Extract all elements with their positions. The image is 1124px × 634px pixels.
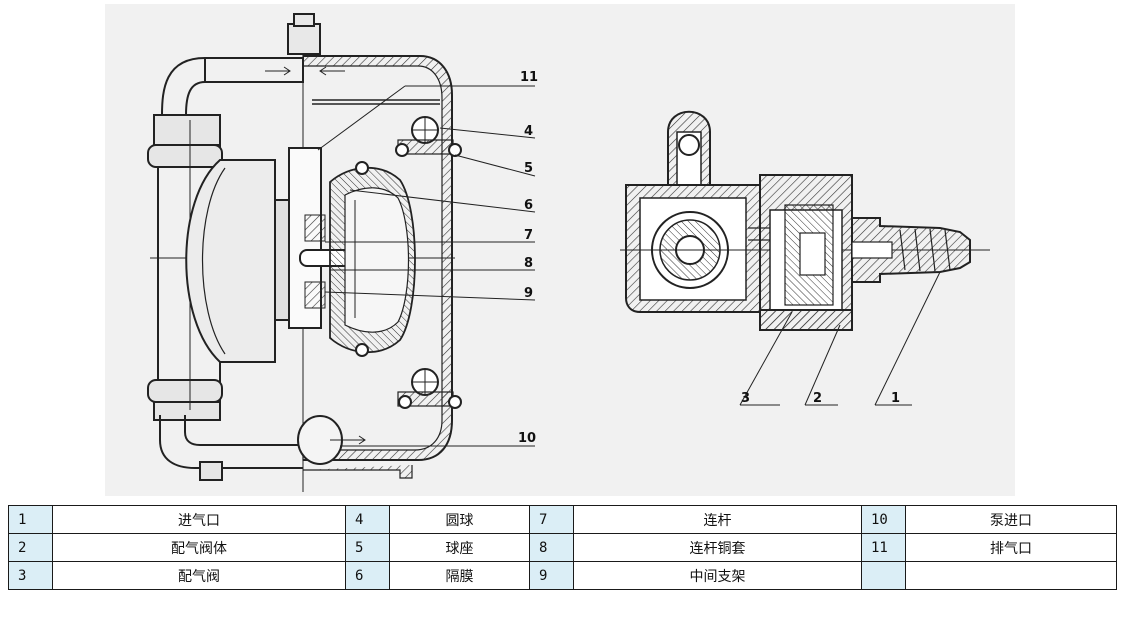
callout-4: 4 xyxy=(524,124,533,139)
part-number: 5 xyxy=(345,533,390,562)
part-name: 配气阀体 xyxy=(52,533,346,562)
table-row: 2 配气阀体 5 球座 8 连杆铜套 11 排气口 xyxy=(8,533,1117,562)
part-name: 连杆铜套 xyxy=(573,533,862,562)
callout-11: 11 xyxy=(520,70,538,85)
callout-3: 3 xyxy=(741,391,750,406)
pump-body-section xyxy=(147,13,462,492)
part-name xyxy=(905,561,1117,590)
callout-1: 1 xyxy=(891,391,900,406)
part-number: 8 xyxy=(529,533,574,562)
part-number: 3 xyxy=(8,561,53,590)
table-row: 3 配气阀 6 隔膜 9 中间支架 xyxy=(8,561,1117,590)
leader-lines-valve xyxy=(739,271,941,406)
part-name: 球座 xyxy=(389,533,530,562)
part-number: 4 xyxy=(345,505,390,534)
part-name: 中间支架 xyxy=(573,561,862,590)
part-number xyxy=(861,561,906,590)
table-row: 1 进气口 4 圆球 7 连杆 10 泵进口 xyxy=(8,505,1117,534)
air-valve-section xyxy=(620,110,990,331)
part-number: 11 xyxy=(861,533,906,562)
leader-lines-main xyxy=(317,85,536,447)
part-name: 泵进口 xyxy=(905,505,1117,534)
callout-8: 8 xyxy=(524,256,533,271)
part-number: 6 xyxy=(345,561,390,590)
parts-legend-table: 1 进气口 4 圆球 7 连杆 10 泵进口 2 配气阀体 5 球座 8 连杆铜… xyxy=(8,505,1117,590)
part-name: 圆球 xyxy=(389,505,530,534)
callout-9: 9 xyxy=(524,286,533,301)
callout-2: 2 xyxy=(813,391,822,406)
callout-labels-valve: 3 2 1 xyxy=(741,391,900,406)
part-name: 排气口 xyxy=(905,533,1117,562)
callout-10: 10 xyxy=(518,431,536,446)
part-number: 7 xyxy=(529,505,574,534)
part-name: 配气阀 xyxy=(52,561,346,590)
callout-7: 7 xyxy=(524,228,533,243)
part-name: 连杆 xyxy=(573,505,862,534)
callout-labels-main: 11 4 5 6 7 8 9 10 xyxy=(518,70,538,446)
callout-6: 6 xyxy=(524,198,533,213)
part-number: 1 xyxy=(8,505,53,534)
pump-cross-section-drawing: 11 4 5 6 7 8 9 10 xyxy=(105,4,1015,496)
part-number: 2 xyxy=(8,533,53,562)
part-number: 10 xyxy=(861,505,906,534)
part-number: 9 xyxy=(529,561,574,590)
callout-5: 5 xyxy=(524,161,533,176)
part-name: 隔膜 xyxy=(389,561,530,590)
part-name: 进气口 xyxy=(52,505,346,534)
